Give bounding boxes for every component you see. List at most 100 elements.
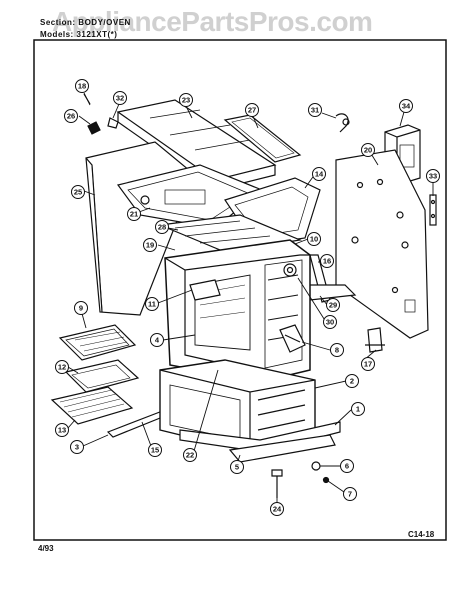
callout-label: 32 — [116, 94, 124, 103]
callout-circle — [143, 238, 157, 252]
callout-4: 4 — [150, 333, 164, 347]
callout-7: 7 — [343, 487, 357, 501]
callout-20: 20 — [361, 143, 375, 157]
diagram-border — [33, 39, 447, 541]
callout-circle — [340, 459, 354, 473]
valve-part-8 — [279, 324, 306, 353]
callout-label: 3 — [75, 443, 79, 452]
callout-circle — [307, 232, 321, 246]
callout-circle — [323, 315, 337, 329]
bracket-part-33 — [429, 194, 437, 226]
callout-label: 18 — [78, 82, 86, 91]
callout-14: 14 — [312, 167, 326, 181]
callout-circle — [113, 91, 127, 105]
callout-circle — [343, 487, 357, 501]
callout-circle — [55, 360, 69, 374]
callout-circle — [308, 103, 322, 117]
callout-circle — [230, 460, 244, 474]
callout-label: 10 — [310, 235, 318, 244]
callout-circle — [155, 220, 169, 234]
callout-18: 18 — [75, 79, 89, 93]
callout-label: 11 — [148, 300, 156, 309]
callout-circle — [320, 254, 334, 268]
frame-bottom-part-5 — [228, 434, 336, 463]
model-line: Models: 3121XT(*) — [40, 30, 117, 39]
callout-circle — [150, 333, 164, 347]
callout-label: 4 — [155, 336, 160, 345]
callout-label: 24 — [273, 505, 282, 514]
section-value: BODY/OVEN — [78, 18, 131, 27]
callout-31: 31 — [308, 103, 322, 117]
callout-circle — [183, 448, 197, 462]
callout-circle — [145, 297, 159, 311]
clip-part-32 — [107, 117, 119, 129]
callout-label: 26 — [67, 112, 75, 121]
callout-circle — [361, 143, 375, 157]
callout-32: 32 — [113, 91, 127, 105]
callout-circle — [70, 440, 84, 454]
callout-label: 27 — [248, 106, 256, 115]
callout-label: 31 — [311, 106, 319, 115]
callout-11: 11 — [145, 297, 159, 311]
callout-label: 16 — [323, 257, 331, 266]
callout-label: 20 — [364, 146, 372, 155]
callout-circle — [245, 103, 259, 117]
callout-24: 24 — [270, 502, 284, 516]
grommet-part-26 — [87, 121, 101, 135]
callout-25: 25 — [71, 185, 85, 199]
callout-label: 28 — [158, 223, 166, 232]
model-value: 3121XT(*) — [76, 30, 118, 39]
broiler-pan-part-9 — [58, 324, 137, 361]
callout-28: 28 — [155, 220, 169, 234]
screw-part-7 — [322, 476, 330, 484]
callout-label: 21 — [130, 210, 138, 219]
callout-circle — [345, 374, 359, 388]
callout-circle — [179, 93, 193, 107]
broiler-insert-part-12 — [64, 359, 140, 393]
callout-label: 7 — [348, 490, 352, 499]
callout-8: 8 — [330, 343, 344, 357]
callout-label: 29 — [329, 301, 337, 310]
callout-12: 12 — [55, 360, 69, 374]
section-label: Section: — [40, 18, 76, 27]
callout-circle — [399, 99, 413, 113]
callout-circle — [71, 185, 85, 199]
callout-30: 30 — [323, 315, 337, 329]
callout-3: 3 — [70, 440, 84, 454]
callout-label: 8 — [335, 346, 339, 355]
callout-circle — [270, 502, 284, 516]
callout-circle — [127, 207, 141, 221]
callout-15: 15 — [148, 443, 162, 457]
callout-circle — [326, 298, 340, 312]
watermark: AppliancePartsPros.com — [52, 6, 373, 37]
section-line: Section: BODY/OVEN — [40, 18, 131, 27]
callout-label: 25 — [74, 188, 82, 197]
callout-label: 34 — [402, 102, 411, 111]
callout-22: 22 — [183, 448, 197, 462]
callout-29: 29 — [326, 298, 340, 312]
callout-9: 9 — [74, 301, 88, 315]
trim-strip-part-27 — [223, 114, 302, 163]
spacer-part-28 — [157, 214, 303, 253]
callout-13: 13 — [55, 423, 69, 437]
callout-circle — [361, 357, 375, 371]
callout-circle — [312, 167, 326, 181]
callout-label: 22 — [186, 451, 194, 460]
footer-code: C14-18 — [408, 530, 435, 539]
oven-rack-part-13 — [50, 386, 134, 425]
callout-34: 34 — [399, 99, 413, 113]
model-label: Models: — [40, 30, 74, 39]
callout-label: 23 — [182, 96, 190, 105]
callout-23: 23 — [179, 93, 193, 107]
callout-label: 5 — [235, 463, 239, 472]
callout-circle — [426, 169, 440, 183]
callout-label: 15 — [151, 446, 159, 455]
callout-10: 10 — [307, 232, 321, 246]
callout-label: 6 — [345, 462, 349, 471]
callout-circle — [351, 402, 365, 416]
callout-1: 1 — [351, 402, 365, 416]
callout-label: 33 — [429, 172, 437, 181]
callout-label: 2 — [350, 377, 354, 386]
